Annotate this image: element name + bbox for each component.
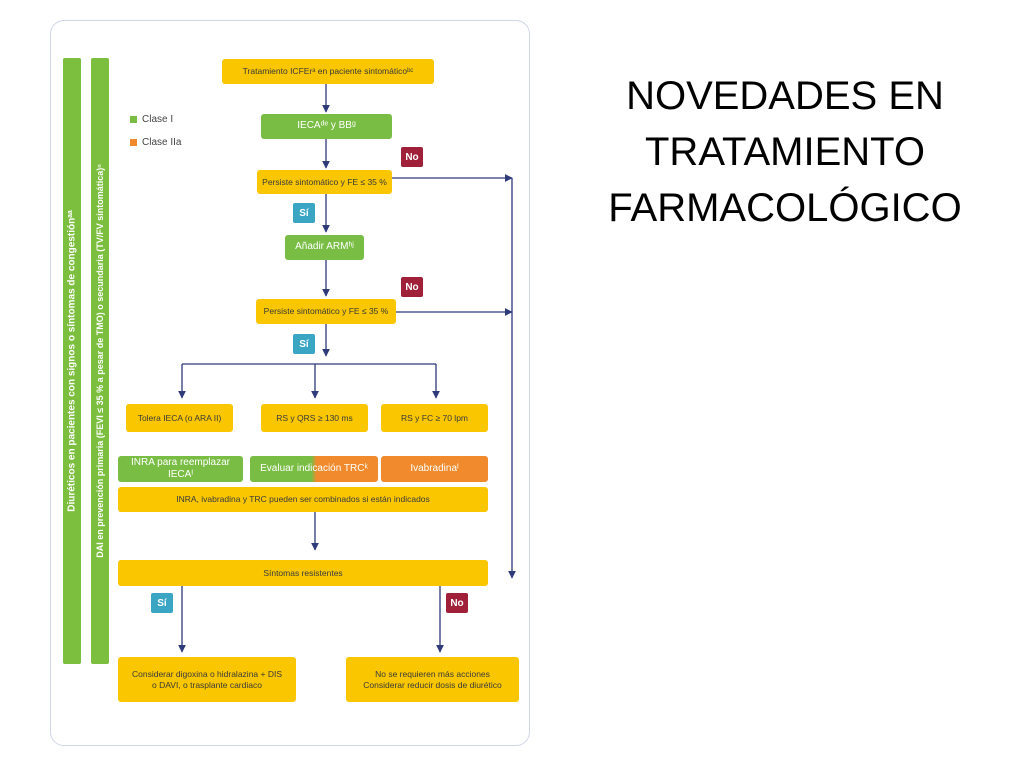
node-inra: INRA para reemplazar IECAᴵ <box>118 456 243 482</box>
slide-title-line-3: FARMACOLÓGICO <box>608 186 962 230</box>
node-rs-fc: RS y FC ≥ 70 lpm <box>381 404 488 432</box>
node-rs-qrs: RS y QRS ≥ 130 ms <box>261 404 368 432</box>
dai-bar: DAI en prevención primaria (FEVI ≤ 35 % … <box>91 58 109 664</box>
node-ivabradina: Ivabradinaᴵ <box>381 456 488 482</box>
slide-title: NOVEDADES EN TRATAMIENTO FARMACOLÓGICO <box>570 68 1000 236</box>
slide-title-line-2: TRATAMIENTO <box>645 130 925 174</box>
node-combinados: INRA, ivabradina y TRC pueden ser combin… <box>118 487 488 512</box>
node-persiste-1: Persiste sintomático y FE ≤ 35 % <box>257 170 392 194</box>
node-digoxina-line-2: o DAVI, o trasplante cardiaco <box>152 679 262 690</box>
slide-title-line-1: NOVEDADES EN <box>626 74 944 118</box>
tag-no-1: No <box>401 147 423 167</box>
node-no-acciones-line-2: Considerar reducir dosis de diurético <box>363 679 502 690</box>
legend-clase-1-label: Clase I <box>142 114 174 125</box>
node-persiste-2: Persiste sintomático y FE ≤ 35 % <box>256 299 396 324</box>
node-no-acciones-line-1: No se requieren más acciones <box>375 668 490 679</box>
tag-si-2: Sí <box>293 334 315 354</box>
legend-clase-2a: Clase IIa <box>130 137 181 148</box>
legend-swatch-green <box>130 116 137 123</box>
node-digoxina-line-1: Considerar digoxina o hidralazina + DIS <box>131 668 283 679</box>
node-start: Tratamiento ICFErᵃ en paciente sintomáti… <box>222 59 434 84</box>
legend-swatch-orange <box>130 139 137 146</box>
legend-clase-2a-label: Clase IIa <box>142 137 182 148</box>
node-digoxina: Considerar digoxina o hidralazina + DIS … <box>118 657 296 702</box>
node-no-acciones: No se requieren más acciones Considerar … <box>346 657 519 702</box>
tag-si-3: Sí <box>151 593 173 613</box>
tag-no-3: No <box>446 593 468 613</box>
diureticos-bar: Diuréticos en pacientes con signos o sín… <box>63 58 81 664</box>
tag-no-2: No <box>401 277 423 297</box>
legend-clase-1: Clase I <box>130 114 173 125</box>
node-ieca-bb: IECAᵈᵉ y BBᵍ <box>261 114 392 139</box>
node-trc: Evaluar indicación TRCᵏ <box>250 456 378 482</box>
tag-si-1: Sí <box>293 203 315 223</box>
node-tolera: Tolera IECA (o ARA II) <box>126 404 233 432</box>
node-resistentes: Síntomas resistentes <box>118 560 488 586</box>
node-arm: Añadir ARMʰʲ <box>285 235 364 260</box>
